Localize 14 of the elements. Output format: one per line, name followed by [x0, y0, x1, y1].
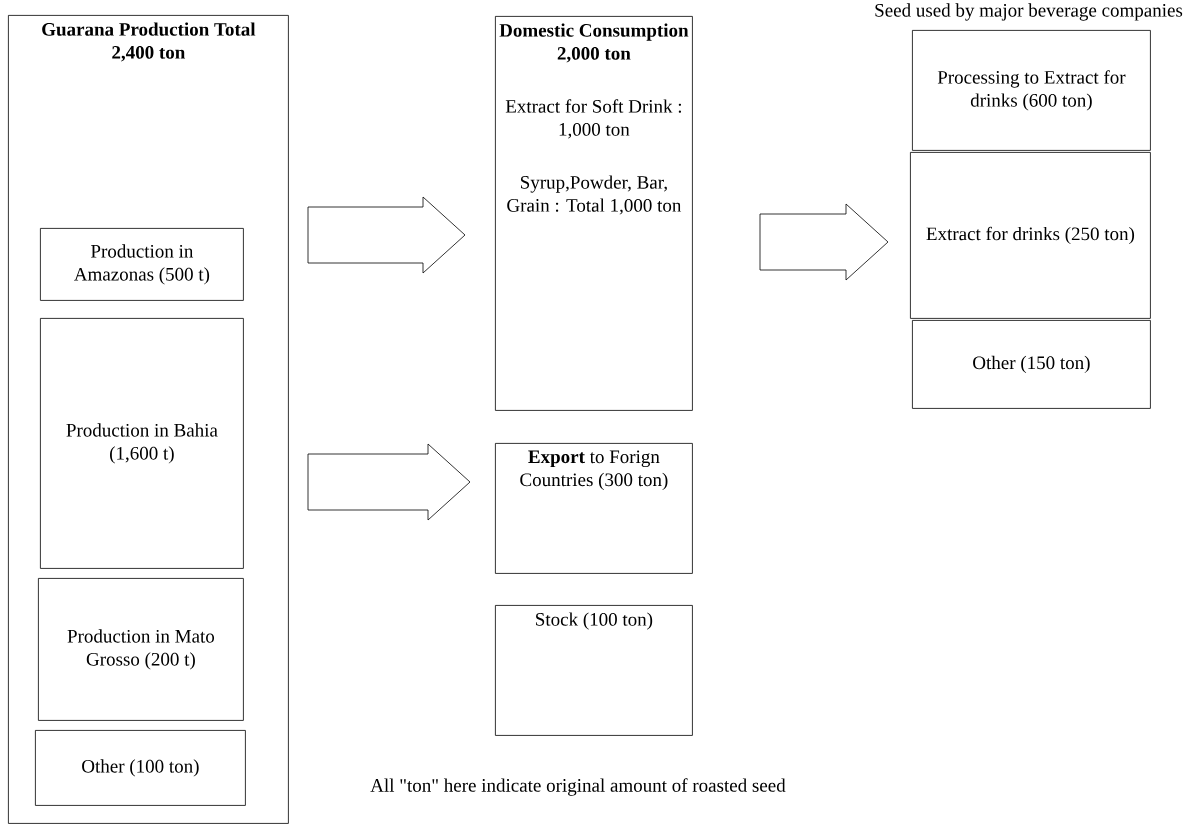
block-arrow: [307, 443, 471, 521]
process-box: Production in Mato Grosso (200 t): [38, 578, 244, 721]
process-box: Production in Amazonas (500 t): [40, 228, 244, 301]
process-box: Export to Forign Countries (300 ton): [495, 443, 693, 574]
process-box: Domestic Consumption 2,000 ton Extract for Soft Drink : 1,000 ton Syrup,Powder, Bar, Grain : Total 1,000 ton: [495, 16, 693, 411]
process-box: Extract for drinks (250 ton): [910, 152, 1151, 319]
process-box: Stock (100 ton): [495, 605, 693, 736]
process-box: Processing to Extract for drinks (600 ton): [912, 30, 1151, 151]
block-arrow: [307, 196, 466, 274]
process-box: Production in Bahia (1,600 t): [40, 318, 244, 569]
note-text: All "ton" here indicate original amount of roasted seed: [370, 778, 786, 796]
block-arrow: [759, 203, 889, 281]
process-box: Other (150 ton): [912, 320, 1151, 409]
process-box: Other (100 ton): [35, 730, 246, 806]
